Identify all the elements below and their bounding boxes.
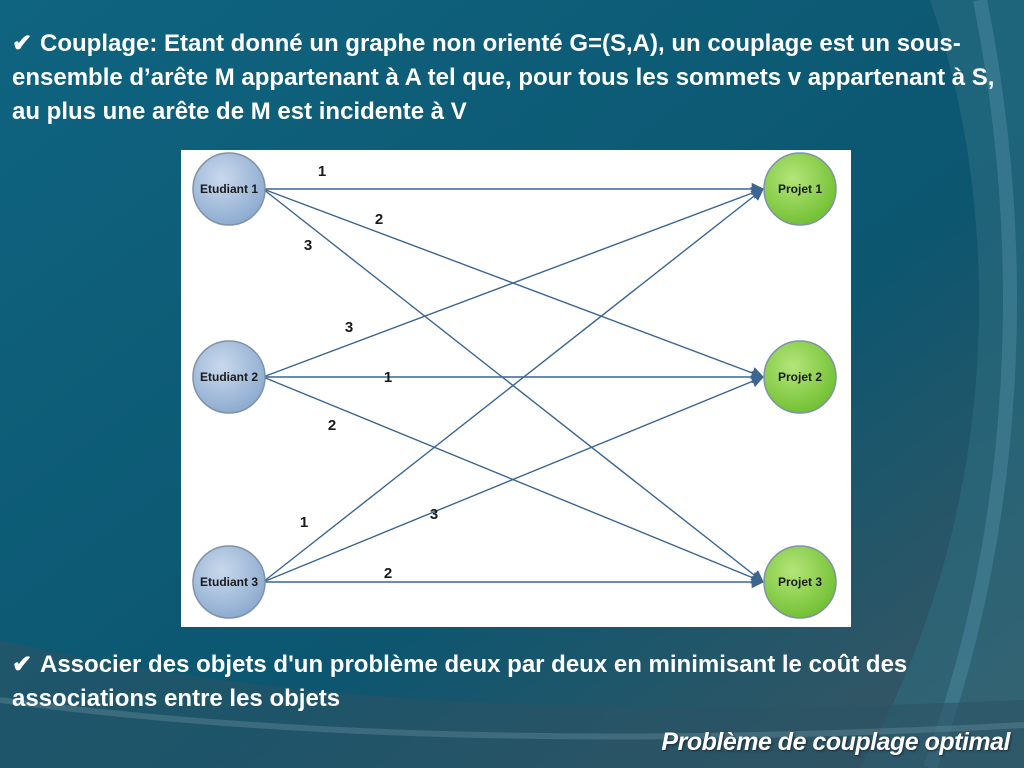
edge-weight-1-1: 1 — [318, 163, 326, 180]
project-node-3-label: Projet 3 — [778, 575, 822, 589]
edge-weight-2-3: 2 — [328, 417, 336, 434]
edge-weight-1-3: 3 — [304, 237, 312, 254]
project-node-2: Projet 2 — [763, 340, 837, 414]
nodes-layer: Etudiant 1 Etudiant 2 Etudiant 3 Projet 1 Pr… — [192, 152, 837, 619]
edge-weight-1-2: 2 — [375, 211, 383, 228]
project-node-1-circle — [763, 152, 837, 226]
definition-text: Couplage: Etant donné un graphe non orie… — [12, 30, 995, 125]
edge-weight-3-3: 2 — [384, 565, 392, 582]
edges-layer — [262, 182, 765, 589]
student-node-3-label: Etudiant 3 — [200, 575, 258, 589]
edge-weight-2-1: 3 — [345, 319, 353, 336]
edge-2-1 — [262, 187, 765, 378]
purpose-bullet: ✔Associer des objets d'un problème deux … — [12, 648, 1016, 716]
student-node-3: Etudiant 3 — [192, 545, 266, 619]
project-node-3-circle — [763, 545, 837, 619]
edge-weight-3-2: 3 — [430, 506, 438, 523]
project-node-3: Projet 3 — [763, 545, 837, 619]
student-node-1: Etudiant 1 — [192, 152, 266, 226]
edge-3-1 — [262, 188, 764, 583]
slide-title: Problème de couplage optimal — [661, 728, 1010, 756]
student-node-1-label: Etudiant 1 — [200, 182, 258, 196]
weights-layer: 1 2 3 3 1 2 1 3 2 — [300, 163, 438, 582]
student-node-1-circle — [192, 152, 266, 226]
definition-bullet: ✔Couplage: Etant donné un graphe non ori… — [12, 27, 1016, 129]
checkmark-icon: ✔ — [12, 30, 33, 57]
project-node-2-circle — [763, 340, 837, 414]
bipartite-graph-diagram: 1 2 3 3 1 2 1 3 2 Etudiant 1 Etudiant 2 Etudiant 3… — [181, 150, 851, 627]
graph-svg: 1 2 3 3 1 2 1 3 2 Etudiant 1 Etudiant 2 Etudiant 3… — [192, 152, 837, 619]
student-node-2-label: Etudiant 2 — [200, 370, 258, 384]
student-node-3-circle — [192, 545, 266, 619]
project-node-1: Projet 1 — [763, 152, 837, 226]
edge-weight-3-1: 1 — [300, 514, 308, 531]
checkmark-icon: ✔ — [12, 651, 33, 678]
student-node-2-circle — [192, 340, 266, 414]
project-node-2-label: Projet 2 — [778, 370, 822, 384]
project-node-1-label: Projet 1 — [778, 182, 822, 196]
edge-weight-2-2: 1 — [384, 369, 392, 386]
student-node-2: Etudiant 2 — [192, 340, 266, 414]
edge-3-2 — [262, 375, 765, 583]
purpose-text: Associer des objets d'un problème deux p… — [12, 651, 908, 712]
